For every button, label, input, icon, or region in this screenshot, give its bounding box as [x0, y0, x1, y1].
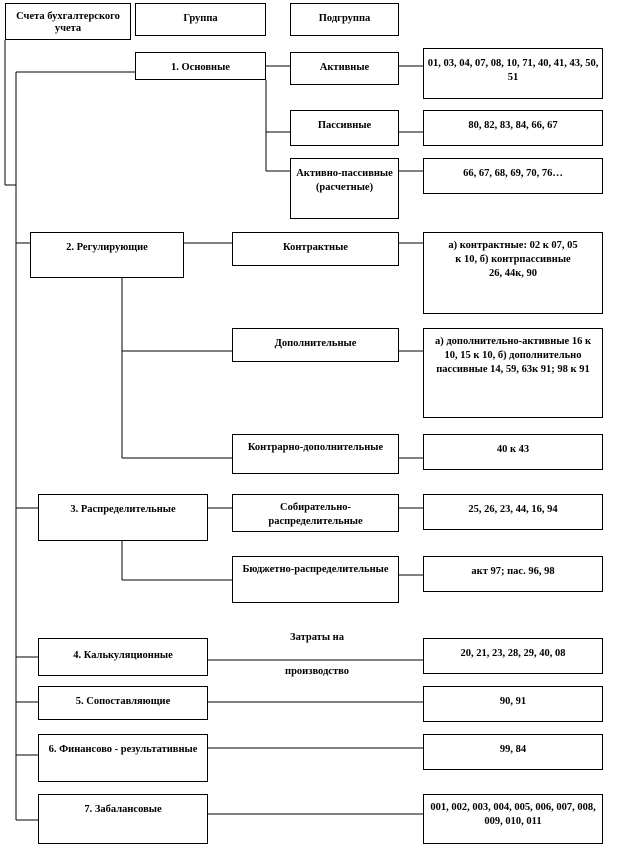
group-6-label: 6. Финансово - результативные: [48, 744, 198, 755]
codes-additional-text: а) дополнительно-активные 16 к 10, 15 к …: [434, 336, 592, 375]
codes-collective-box: 25, 26, 23, 44, 16, 94: [423, 494, 603, 530]
codes-contrary-additional-text: 40 к 43: [496, 444, 530, 455]
subgroup-budget-label: Бюджетно-распределительные: [242, 564, 389, 575]
subgroup-collective-box: Собирательно-распределительные: [232, 494, 399, 532]
group-3-label: 3. Распределительные: [70, 504, 176, 515]
subgroup-header-label: Подгруппа: [318, 13, 371, 24]
codes-active-text: 01, 03, 04, 07, 08, 10, 71, 40, 41, 43, …: [427, 58, 599, 83]
codes-comparing-text: 90, 91: [499, 696, 527, 707]
group-header-label: Группа: [183, 13, 218, 24]
costs-top-label: Затраты на: [290, 632, 344, 643]
subgroup-contrary-additional-label: Контрарно-дополнительные: [247, 442, 384, 453]
codes-additional-box: а) дополнительно-активные 16 к 10, 15 к …: [423, 328, 603, 418]
subgroup-additional-box: Дополнительные: [232, 328, 399, 362]
subgroup-active-passive-label: Активно-пассивные (расчетные): [296, 168, 393, 193]
group-7-label: 7. Забалансовые: [84, 804, 162, 815]
subgroup-contrary-additional-box: Контрарно-дополнительные: [232, 434, 399, 474]
group-2-label: 2. Регулирующие: [66, 242, 148, 253]
group-5-label: 5. Сопоставляющие: [75, 696, 171, 707]
subgroup-contract-label: Контрактные: [283, 242, 348, 253]
costs-bottom-label: производство: [285, 666, 349, 677]
codes-budget-box: акт 97; пас. 96, 98: [423, 556, 603, 592]
codes-contrary-additional-box: 40 к 43: [423, 434, 603, 470]
subgroup-active-label: Активные: [319, 62, 370, 73]
subgroup-passive-label: Пассивные: [317, 120, 372, 131]
subgroup-contract-box: Контрактные: [232, 232, 399, 266]
group-6-box: 6. Финансово - результативные: [38, 734, 208, 782]
subgroup-active-box: Активные: [290, 52, 399, 85]
codes-financial-text: 99, 84: [499, 744, 527, 755]
group-header-box: Группа: [135, 3, 266, 36]
group-1-label: 1. Основные: [171, 62, 230, 73]
codes-offbalance-text: 001, 002, 003, 004, 005, 006, 007, 008, …: [430, 802, 596, 827]
subgroup-passive-box: Пассивные: [290, 110, 399, 146]
codes-active-passive-box: 66, 67, 68, 69, 70, 76…: [423, 158, 603, 194]
codes-financial-box: 99, 84: [423, 734, 603, 770]
group-7-box: 7. Забалансовые: [38, 794, 208, 844]
codes-calculation-box: 20, 21, 23, 28, 29, 40, 08: [423, 638, 603, 674]
codes-collective-text: 25, 26, 23, 44, 16, 94: [468, 504, 558, 515]
group-4-box: 4. Калькуляционные: [38, 638, 208, 676]
subgroup-budget-box: Бюджетно-распределительные: [232, 556, 399, 603]
codes-passive-box: 80, 82, 83, 84, 66, 67: [423, 110, 603, 146]
group-1-box: 1. Основные: [135, 52, 266, 80]
codes-offbalance-box: 001, 002, 003, 004, 005, 006, 007, 008, …: [423, 794, 603, 844]
subgroup-active-passive-box: Активно-пассивные (расчетные): [290, 158, 399, 219]
codes-contract-text: а) контрактные: 02 к 07, 05 к 10, б) кон…: [448, 240, 578, 279]
codes-budget-text: акт 97; пас. 96, 98: [471, 566, 555, 577]
group-3-box: 3. Распределительные: [38, 494, 208, 541]
root-accounts-label: Счета бухгалтерского учета: [16, 11, 120, 34]
codes-comparing-box: 90, 91: [423, 686, 603, 722]
subgroup-additional-label: Дополнительные: [274, 338, 357, 349]
subgroup-header-box: Подгруппа: [290, 3, 399, 36]
codes-calculation-text: 20, 21, 23, 28, 29, 40, 08: [460, 648, 566, 659]
root-accounts-box: Счета бухгалтерского учета: [5, 3, 131, 40]
group-5-box: 5. Сопоставляющие: [38, 686, 208, 720]
group-4-label: 4. Калькуляционные: [73, 650, 173, 661]
group-2-box: 2. Регулирующие: [30, 232, 184, 278]
codes-contract-box: а) контрактные: 02 к 07, 05 к 10, б) кон…: [423, 232, 603, 314]
subgroup-collective-label: Собирательно-распределительные: [268, 502, 363, 527]
codes-active-passive-text: 66, 67, 68, 69, 70, 76…: [463, 168, 563, 179]
codes-passive-text: 80, 82, 83, 84, 66, 67: [468, 120, 558, 131]
codes-active-box: 01, 03, 04, 07, 08, 10, 71, 40, 41, 43, …: [423, 48, 603, 99]
